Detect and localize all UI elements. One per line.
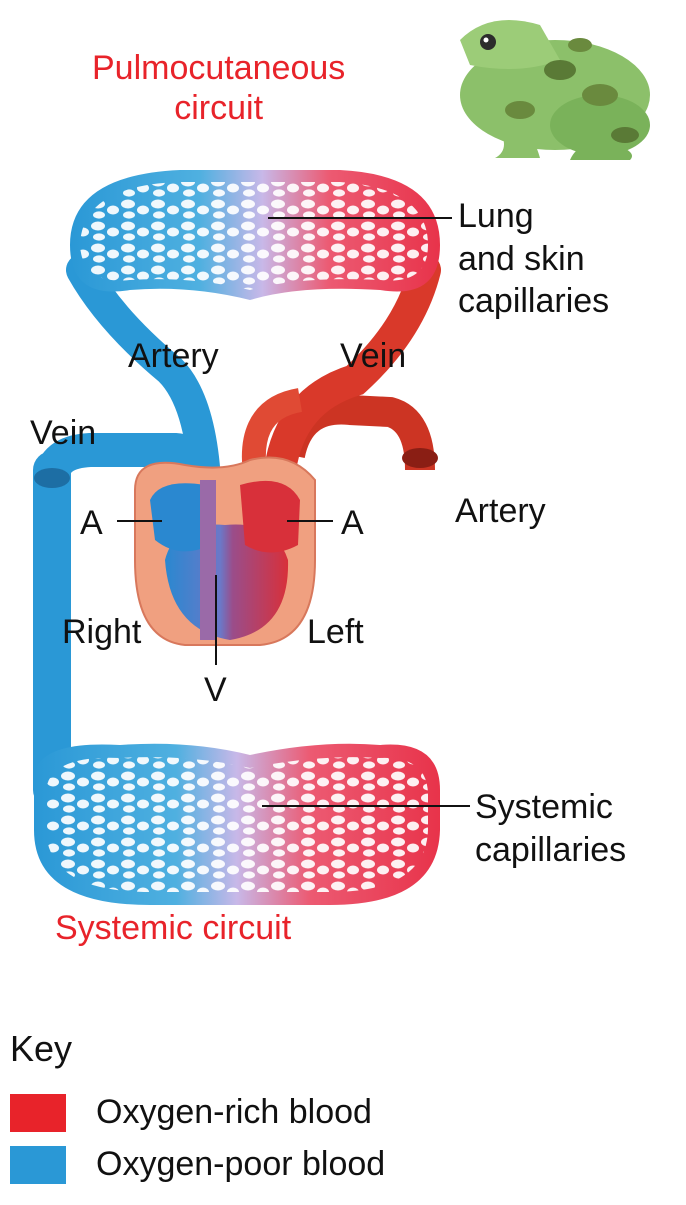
vein-opening	[34, 468, 70, 488]
ventricle	[165, 524, 289, 640]
ventricle-label: V	[204, 671, 227, 709]
lung-capillary-bed	[70, 170, 440, 300]
pulmocutaneous-circuit-title: Pulmocutaneous circuit	[92, 49, 346, 128]
systemic-capillaries-label: Systemic capillaries	[475, 788, 627, 869]
key-label-oxygen-rich: Oxygen-rich blood	[96, 1093, 372, 1131]
lung-skin-capillaries-label: Lung and skin capillaries	[458, 197, 610, 320]
right-side-label: Right	[62, 613, 142, 651]
artery-opening	[402, 448, 438, 468]
pulmonary-vein	[264, 254, 441, 486]
artery-label-right: Artery	[455, 492, 546, 530]
frog-illustration	[460, 20, 650, 160]
right-atrium	[150, 483, 210, 552]
frog-eye	[480, 34, 496, 50]
left-side-label: Left	[307, 613, 364, 651]
atrium-label-left-side: A	[341, 504, 364, 542]
heart	[134, 456, 316, 646]
vein-label-left: Vein	[30, 414, 97, 452]
vein-label-top: Vein	[340, 337, 407, 375]
left-atrium	[240, 480, 300, 553]
artery-label-top: Artery	[128, 337, 219, 375]
oxygen-rich-swatch	[10, 1093, 66, 1132]
key-item-oxygen-rich: Oxygen-rich blood	[10, 1093, 372, 1132]
key-label-oxygen-poor: Oxygen-poor blood	[96, 1145, 386, 1183]
pulmonary-artery	[66, 254, 221, 496]
systemic-capillary-bed	[34, 743, 440, 905]
oxygen-poor-swatch	[10, 1145, 66, 1184]
key-title: Key	[10, 1028, 73, 1069]
key-item-oxygen-poor: Oxygen-poor blood	[10, 1145, 385, 1184]
systemic-circuit-title: Systemic circuit	[55, 909, 292, 947]
atrium-label-right-side: A	[80, 504, 103, 542]
